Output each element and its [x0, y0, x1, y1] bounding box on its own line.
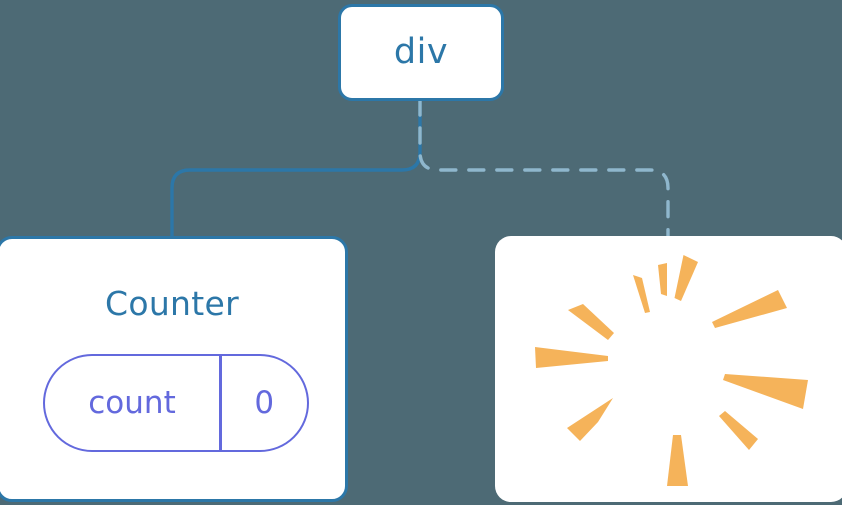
state-key-label: count: [88, 384, 176, 421]
edge-div-to-counter: [170, 98, 422, 240]
sparkle-ray: [658, 263, 667, 296]
sparkle-ray: [674, 255, 698, 301]
state-value-label: 0: [254, 384, 275, 421]
sparkle-ray: [535, 347, 608, 368]
node-div-label: div: [393, 32, 449, 72]
node-div[interactable]: div: [338, 4, 504, 101]
sparkle-ray: [633, 275, 650, 313]
edge-div-to-loading: [418, 98, 670, 240]
state-pill-divider: [219, 356, 222, 450]
node-loading[interactable]: [495, 236, 842, 502]
sparkle-ray: [568, 304, 614, 340]
sparkle-burst-icon: [535, 255, 808, 486]
node-counter[interactable]: Counter count 0: [0, 236, 348, 502]
state-pill-count[interactable]: count 0: [43, 354, 309, 452]
node-counter-title: Counter: [105, 284, 239, 323]
sparkle-ray: [667, 435, 688, 486]
sparkle-ray: [567, 398, 613, 441]
sparkle-ray: [723, 374, 808, 409]
sparkle-ray: [719, 411, 758, 450]
sparkle-ray: [712, 290, 787, 328]
